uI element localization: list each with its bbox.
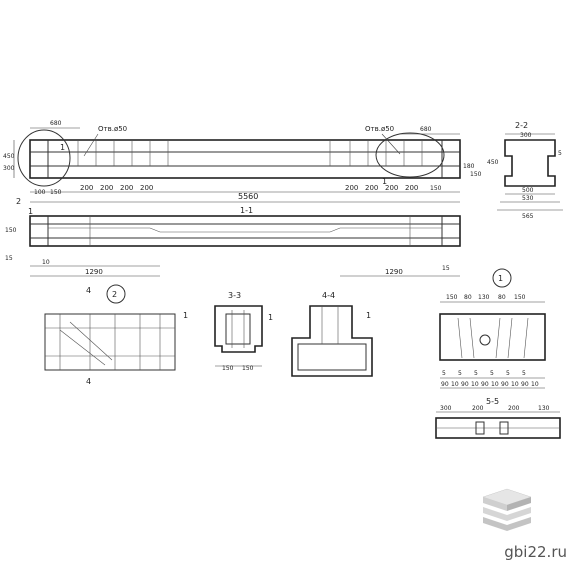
- section-1-1-t: 15: [5, 255, 13, 262]
- detail-1-b2-9: 90: [521, 381, 529, 388]
- site-watermark: gbi22.ru: [504, 543, 567, 561]
- dim-spacing-3: 200: [120, 184, 133, 192]
- detail-2-marker: [106, 284, 126, 304]
- detail-1-hole: [479, 334, 491, 346]
- section-1-1: 1-1 1 150 15 10 1290 1290 15: [5, 206, 461, 277]
- section-1-1-h: 150: [5, 227, 17, 234]
- section-3-3: 3-3 150 150 1: [214, 291, 273, 372]
- section-2-2-w: 5: [558, 150, 562, 157]
- dim-h-150: 150: [470, 171, 482, 178]
- detail-1-top-3: 130: [478, 294, 490, 301]
- detail-1-marker: [492, 268, 512, 288]
- section-2-2-title: 2-2: [515, 121, 528, 130]
- dim-spacing-7: 200: [385, 184, 398, 192]
- pos-1-right: 1: [382, 177, 387, 186]
- dim-h-300: 300: [3, 165, 15, 172]
- section-5-5-d: 130: [538, 405, 550, 412]
- detail-1-number: 1: [498, 274, 503, 283]
- section-2-2-top: 300: [520, 132, 532, 139]
- detail-2-cut: 4: [86, 286, 91, 295]
- main-elevation: Отв.ø50 Отв.ø50 680 680 450 300 100 150 …: [3, 120, 482, 206]
- detail-circle-right: [375, 132, 445, 178]
- detail-2: 2 4 1 4: [44, 284, 188, 386]
- detail-1-top-5: 150: [514, 294, 526, 301]
- section-3-3-w1: 150: [222, 365, 234, 372]
- hole-label-right: Отв.ø50: [365, 125, 394, 133]
- dim-spacing-8: 200: [405, 184, 418, 192]
- dim-spacing-6: 200: [365, 184, 378, 192]
- detail-1-top-4: 80: [498, 294, 506, 301]
- detail-1-bot-2: 5: [458, 370, 462, 377]
- dim-h-180: 180: [463, 163, 475, 170]
- dim-spacing-4: 200: [140, 184, 153, 192]
- dim-len-left: 1290: [85, 268, 103, 276]
- detail-1-bot-3: 5: [474, 370, 478, 377]
- detail-1-b2-6: 10: [491, 381, 499, 388]
- detail-1-b2-2: 10: [451, 381, 459, 388]
- dim-spacing-1: 200: [80, 184, 93, 192]
- detail-1-b2-7: 90: [501, 381, 509, 388]
- detail-1-b2-4: 10: [471, 381, 479, 388]
- logo-cube-icon: [482, 488, 532, 531]
- section-4-4-title: 4-4: [322, 291, 335, 300]
- detail-2-pos: 1: [183, 311, 188, 320]
- section-5-5: 5-5 300 200 200 130: [435, 397, 561, 439]
- dim-top-right: 680: [420, 126, 432, 133]
- detail-1-top-2: 80: [464, 294, 472, 301]
- detail-2-number: 2: [112, 290, 117, 299]
- section-2-2-500: 500: [522, 187, 534, 194]
- dim-end-left: 100: [34, 189, 46, 196]
- dim-end-left2: 150: [50, 189, 62, 196]
- section-5-5-a: 300: [440, 405, 452, 412]
- section-1-1-title: 1-1: [240, 206, 253, 215]
- detail-1-bot-4: 5: [490, 370, 494, 377]
- dim-end-right: 150: [430, 185, 442, 192]
- dim-height: 450: [3, 153, 15, 160]
- section-4-4: 4-4 1: [291, 291, 373, 377]
- detail-1-bot-1: 5: [442, 370, 446, 377]
- detail-1-top-1: 150: [446, 294, 458, 301]
- section-3-3-pos: 1: [268, 313, 273, 322]
- section-5-5-title: 5-5: [486, 397, 499, 406]
- dim-top-left: 680: [50, 120, 62, 127]
- section-2-2-bot: 565: [522, 213, 534, 220]
- dim-spacing-2: 200: [100, 184, 113, 192]
- detail-circle-left: [17, 129, 71, 187]
- section-1-1-r: 15: [442, 265, 450, 272]
- site-logo: [482, 488, 532, 531]
- detail-1-b2-8: 10: [511, 381, 519, 388]
- dim-spacing-5: 200: [345, 184, 358, 192]
- section-2-2-mid: 530: [522, 195, 534, 202]
- section-5-5-c: 200: [508, 405, 520, 412]
- detail-1-bot-6: 5: [522, 370, 526, 377]
- section-1-1-pos: 1: [28, 207, 33, 216]
- section-5-5-b: 200: [472, 405, 484, 412]
- detail-1-b2-5: 90: [481, 381, 489, 388]
- detail-2-cut-b: 4: [86, 377, 91, 386]
- section-3-3-w2: 150: [242, 365, 254, 372]
- dim-len-right: 1290: [385, 268, 403, 276]
- section-4-4-pos: 1: [366, 311, 371, 320]
- detail-1-b2-3: 90: [461, 381, 469, 388]
- cut-label-2: 2: [16, 197, 21, 206]
- section-1-1-l: 10: [42, 259, 50, 266]
- detail-1-b2-1: 90: [441, 381, 449, 388]
- section-2-2-height: 450: [487, 159, 499, 166]
- pos-1-left: 1: [60, 143, 65, 152]
- detail-1-bot-5: 5: [506, 370, 510, 377]
- dim-total-length: 5560: [238, 192, 258, 201]
- detail-1: 1 150 80 130 80 150 5 5 5 5 5 5 90 10 90…: [439, 268, 546, 389]
- section-2-2: 2-2 300 500 530 565 450 5: [487, 121, 563, 220]
- detail-1-b2-10: 10: [531, 381, 539, 388]
- hole-label-left: Отв.ø50: [98, 125, 127, 133]
- section-3-3-title: 3-3: [228, 291, 241, 300]
